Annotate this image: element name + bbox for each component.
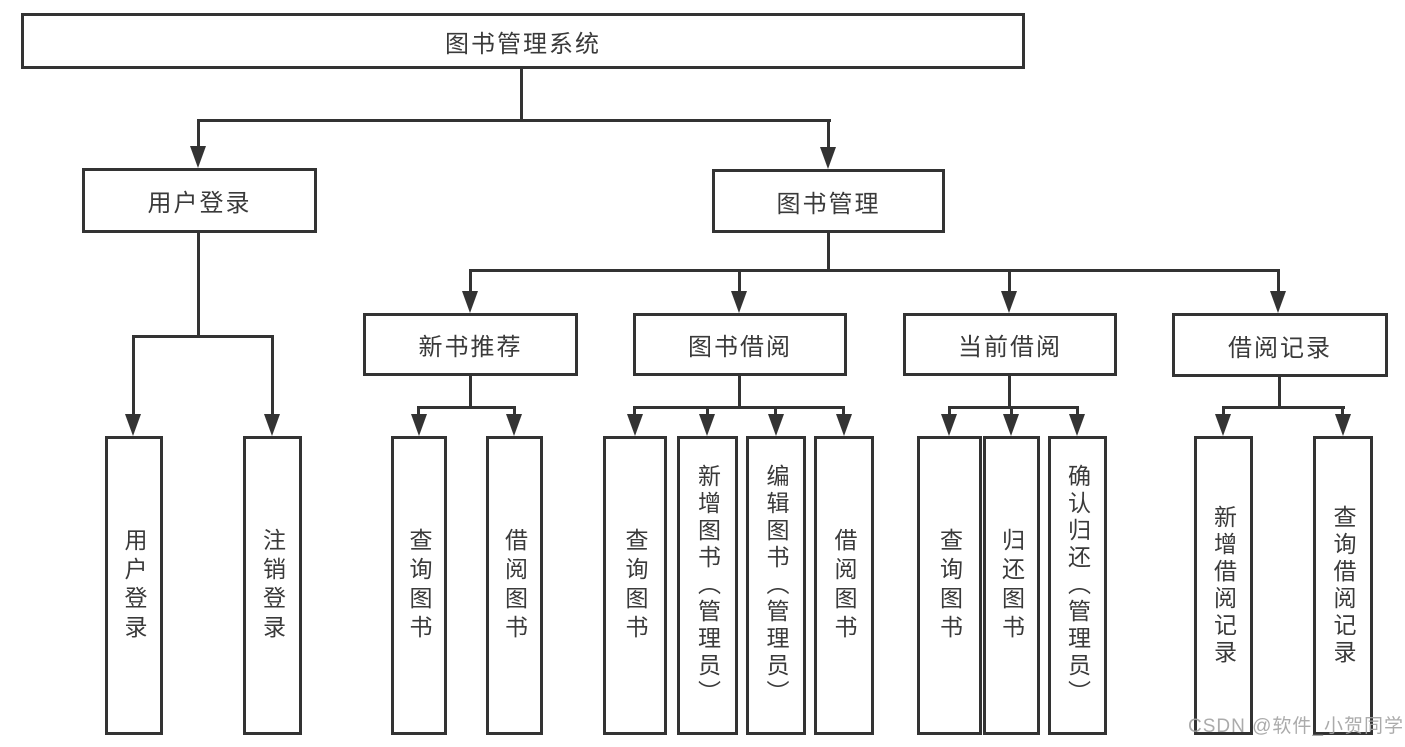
- connector-line: [520, 69, 523, 120]
- connector-line: [1341, 406, 1344, 416]
- arrow-down: [941, 414, 957, 436]
- connector-line: [132, 335, 274, 338]
- connector-line: [417, 406, 516, 409]
- leaf-edit-books-admin: 编辑图书（管理员）: [746, 436, 806, 735]
- connector-line: [1008, 269, 1011, 291]
- leaf-add-books-admin: 新增图书（管理员）: [677, 436, 738, 735]
- arrow-down: [506, 414, 522, 436]
- leaf-return-books: 归还图书: [983, 436, 1040, 735]
- arrow-down: [1069, 414, 1085, 436]
- connector-line: [1076, 406, 1079, 416]
- connector-line: [417, 406, 420, 416]
- arrow-down: [1335, 414, 1351, 436]
- arrow-down: [1270, 291, 1286, 313]
- arrow-down: [264, 414, 280, 436]
- node-library-system: 图书管理系统: [21, 13, 1025, 69]
- connector-line: [469, 269, 472, 291]
- arrow-down: [462, 291, 478, 313]
- node-book-management: 图书管理: [712, 169, 945, 233]
- leaf-borrow-books: 借阅图书: [814, 436, 874, 735]
- arrow-down: [820, 147, 836, 169]
- connector-line: [842, 406, 845, 416]
- connector-line: [827, 119, 830, 149]
- connector-line: [197, 119, 200, 148]
- arrow-down: [411, 414, 427, 436]
- connector-line: [271, 335, 274, 414]
- node-borrow-records: 借阅记录: [1172, 313, 1388, 377]
- leaf-logout-login: 注销登录: [243, 436, 302, 735]
- arrow-down: [699, 414, 715, 436]
- leaf-borrow-books-recommend: 借阅图书: [486, 436, 543, 735]
- arrow-down: [190, 146, 206, 168]
- connector-line: [948, 406, 951, 416]
- leaf-add-borrow-record: 新增借阅记录: [1194, 436, 1253, 735]
- connector-line: [1010, 406, 1013, 416]
- arrow-down: [125, 414, 141, 436]
- connector-line: [1277, 269, 1280, 291]
- connector-line: [633, 406, 636, 416]
- connector-line: [132, 335, 135, 414]
- connector-line: [1222, 406, 1345, 409]
- arrow-down: [627, 414, 643, 436]
- connector-line: [948, 406, 1079, 409]
- connector-line: [706, 406, 709, 416]
- node-new-book-recommend: 新书推荐: [363, 313, 578, 376]
- arrow-down: [1215, 414, 1231, 436]
- leaf-query-borrow-record: 查询借阅记录: [1313, 436, 1373, 735]
- connector-line: [633, 406, 845, 409]
- connector-line: [738, 376, 741, 406]
- arrow-down: [1003, 414, 1019, 436]
- connector-line: [774, 406, 777, 416]
- node-user-login: 用户登录: [82, 168, 317, 233]
- connector-line: [513, 406, 516, 416]
- connector-line: [197, 119, 831, 122]
- leaf-query-books-recommend: 查询图书: [391, 436, 447, 735]
- arrow-down: [1001, 291, 1017, 313]
- node-book-borrow: 图书借阅: [633, 313, 847, 376]
- connector-line: [197, 233, 200, 335]
- arrow-down: [768, 414, 784, 436]
- leaf-query-books-borrow: 查询图书: [603, 436, 667, 735]
- connector-line: [1222, 406, 1225, 416]
- connector-line: [1278, 377, 1281, 406]
- watermark: CSDN @软件_小贺同学: [1188, 716, 1404, 737]
- connector-line: [827, 233, 830, 269]
- leaf-user-login: 用户登录: [105, 436, 163, 735]
- node-current-borrow: 当前借阅: [903, 313, 1117, 376]
- leaf-confirm-return-admin: 确认归还（管理员）: [1048, 436, 1107, 735]
- connector-line: [738, 269, 741, 291]
- arrow-down: [836, 414, 852, 436]
- connector-line: [469, 376, 472, 406]
- leaf-query-books-current: 查询图书: [917, 436, 982, 735]
- connector-line: [469, 269, 1280, 272]
- arrow-down: [731, 291, 747, 313]
- connector-line: [1008, 376, 1011, 406]
